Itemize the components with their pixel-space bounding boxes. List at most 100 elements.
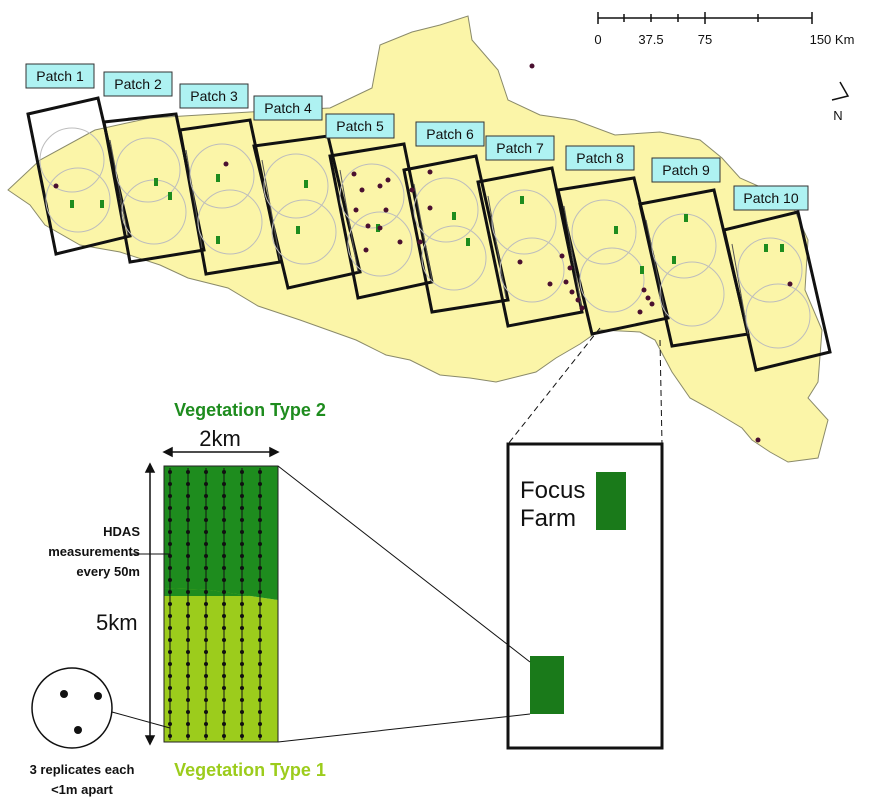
transect-point [168, 494, 172, 498]
transect-point [222, 482, 226, 486]
width-arrow [162, 446, 280, 458]
transect-point [258, 494, 262, 498]
transect-point [240, 470, 244, 474]
transect-point [258, 554, 262, 558]
transect-point [168, 518, 172, 522]
transect-point [240, 506, 244, 510]
transect-point [204, 494, 208, 498]
transect-point [258, 614, 262, 618]
transect-point [258, 674, 262, 678]
transect-point [204, 590, 208, 594]
transect-point [204, 638, 208, 642]
transect-point [222, 542, 226, 546]
transect-point [168, 542, 172, 546]
transect-point [204, 506, 208, 510]
patch-label-7: Patch 7 [496, 140, 544, 156]
transect-point [240, 698, 244, 702]
transect-point [240, 734, 244, 738]
transect-point [240, 554, 244, 558]
replicates-note-line2: <1m apart [51, 782, 113, 797]
transect-point [204, 530, 208, 534]
transect-point [186, 650, 190, 654]
transect-point [240, 566, 244, 570]
patch-frame-2 [102, 112, 206, 264]
transect-point [258, 650, 262, 654]
hdas-note-line1: HDAS [103, 524, 140, 539]
patch-label-5: Patch 5 [336, 118, 384, 134]
vegetation-type-1-area [164, 588, 278, 742]
transect-point [204, 722, 208, 726]
transect-point [204, 554, 208, 558]
transect-point [258, 542, 262, 546]
transect-point [258, 566, 262, 570]
hdas-note-line3: every 50m [76, 564, 140, 579]
transect-point [240, 722, 244, 726]
transect-point [186, 722, 190, 726]
scale-bar [597, 12, 813, 24]
transect-point [240, 614, 244, 618]
focus-label-line2: Farm [520, 505, 576, 532]
transect-point [186, 506, 190, 510]
transect-point [204, 482, 208, 486]
scale-tick-75: 75 [698, 32, 712, 47]
north-label: N [833, 108, 842, 123]
patch-label-1: Patch 1 [36, 68, 84, 84]
transect-point [186, 566, 190, 570]
focus-farm-block-top [596, 472, 626, 530]
patch-labels: Patch 1 Patch 2 Patch 3 Patch 4 Patch 5 … [25, 63, 809, 211]
transect-point [186, 674, 190, 678]
patch-frame-7 [476, 166, 584, 328]
transect-point [240, 578, 244, 582]
transect-point [186, 710, 190, 714]
transect-point [222, 662, 226, 666]
transect-point [258, 734, 262, 738]
transect-point [204, 614, 208, 618]
transect-point [168, 734, 172, 738]
transect-point [168, 482, 172, 486]
transect-point [204, 518, 208, 522]
transect-point [168, 722, 172, 726]
zoom-connector [507, 327, 663, 445]
transect-point [204, 578, 208, 582]
transect-point [240, 602, 244, 606]
transect-point [204, 566, 208, 570]
transect-point [168, 650, 172, 654]
patch-frame-10 [722, 210, 832, 372]
transect-point [240, 542, 244, 546]
transect-point [168, 566, 172, 570]
transect-point [186, 518, 190, 522]
scale-tick-150: 150 Km [810, 32, 855, 47]
transect-point [168, 698, 172, 702]
transect-point [258, 482, 262, 486]
patch-label-6: Patch 6 [426, 126, 474, 142]
transect-point [186, 482, 190, 486]
transect-point [222, 566, 226, 570]
sampling-circles [39, 127, 811, 349]
transect-point [258, 686, 262, 690]
focus-farm-block-bottom [530, 656, 564, 714]
transect-point [222, 602, 226, 606]
transect-point [204, 674, 208, 678]
patch-label-8: Patch 8 [576, 150, 624, 166]
transect-point [222, 506, 226, 510]
transect-point [258, 662, 262, 666]
transect-point [186, 698, 190, 702]
transect-point [168, 506, 172, 510]
transect-point [240, 650, 244, 654]
transect-point [204, 542, 208, 546]
transect-point [168, 710, 172, 714]
transect-point [186, 626, 190, 630]
patch-label-2: Patch 2 [114, 76, 162, 92]
scale-tick-37-5: 37.5 [638, 32, 663, 47]
patch-label-3: Patch 3 [190, 88, 238, 104]
transect-point [186, 494, 190, 498]
transect-point [186, 578, 190, 582]
transect-point [258, 590, 262, 594]
transect-point [258, 578, 262, 582]
north-arrow-icon: N [831, 81, 850, 123]
transect-point [258, 626, 262, 630]
transect-point [168, 614, 172, 618]
transect-point [222, 518, 226, 522]
patch-label-4: Patch 4 [264, 100, 312, 116]
transect-point [222, 722, 226, 726]
